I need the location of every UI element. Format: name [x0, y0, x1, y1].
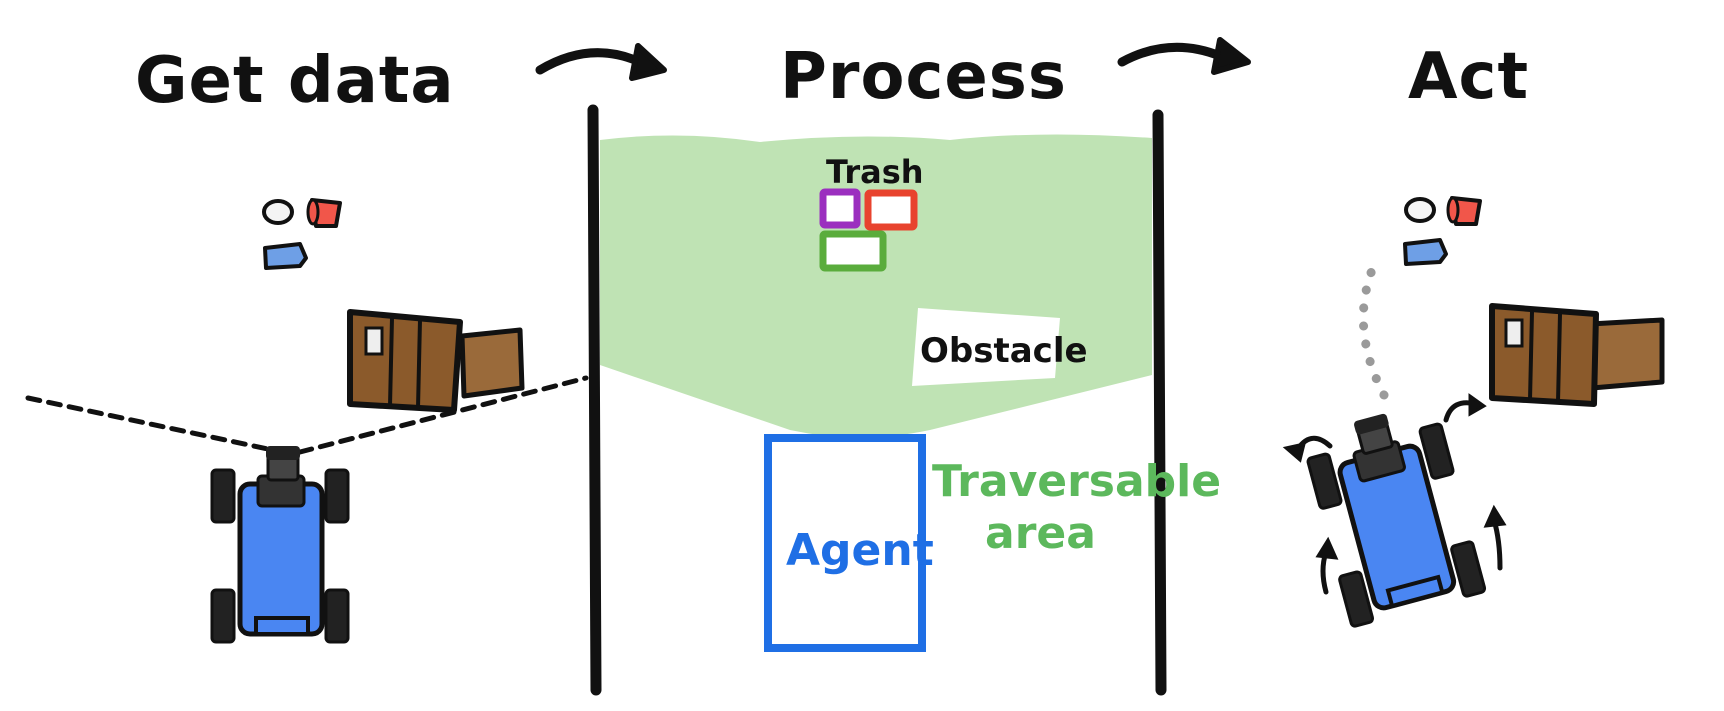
trash-box-red — [864, 189, 918, 231]
trash-bottle-icon — [1403, 238, 1448, 266]
forward-arrow-icon — [1315, 536, 1339, 595]
robot-icon — [1306, 413, 1487, 628]
sensor-ray-right — [297, 375, 589, 455]
trash-label: Trash — [826, 153, 924, 191]
trash-cup-icon — [306, 198, 342, 228]
trash-box-purple — [819, 188, 861, 229]
trash-bag-icon — [1404, 197, 1436, 223]
act-panel — [1282, 196, 1665, 628]
rotate-arrow-icon — [1443, 393, 1487, 423]
traversable-label: Traversable — [932, 456, 1221, 507]
title-get-data: Get data — [135, 44, 455, 118]
planned-path — [1358, 265, 1389, 400]
arrow-right-icon — [1117, 37, 1251, 75]
rotate-arrow-icon — [1282, 435, 1333, 463]
process-panel: Trash Obstacle Agent Traversable area — [587, 104, 1221, 696]
get-data-panel — [25, 198, 589, 644]
agent-box — [764, 434, 926, 652]
arrow-right-icon — [535, 43, 667, 81]
trash-cup-icon — [1446, 196, 1482, 226]
sensor-ray-left — [25, 395, 285, 455]
trash-bag-icon — [262, 199, 294, 225]
area-label: area — [985, 508, 1096, 559]
agent-label: Agent — [786, 525, 934, 576]
title-act: Act — [1408, 40, 1529, 114]
obstacle-label: Obstacle — [920, 331, 1088, 371]
title-process: Process — [780, 40, 1067, 114]
trash-box-green — [819, 230, 887, 272]
forward-arrow-icon — [1483, 504, 1507, 571]
obstacle-region — [912, 308, 1060, 386]
cardboard-box-icon — [347, 309, 525, 413]
cardboard-box-icon — [1489, 303, 1665, 407]
trash-bottle-icon — [263, 242, 308, 270]
robot-icon — [210, 446, 350, 644]
